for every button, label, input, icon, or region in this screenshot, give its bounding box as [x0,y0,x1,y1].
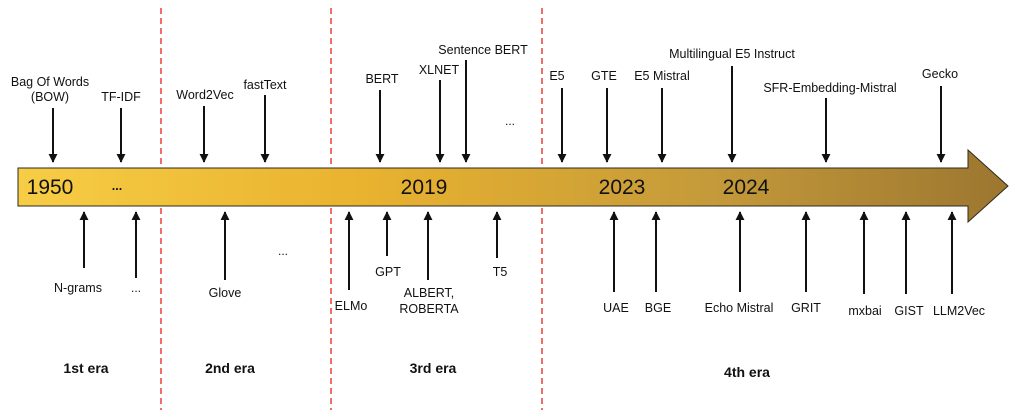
timeline-arrow-band [17,148,1009,224]
glove-label: Glove [209,286,242,300]
grit-label: GRIT [791,301,821,315]
bow-label-2: (BOW) [31,90,69,104]
bow-label: Bag Of Words [11,75,89,89]
era-label-2: 2nd era [205,360,255,376]
bge-label: BGE [645,301,671,315]
tfidf-label: TF-IDF [101,90,141,104]
albert-label: ALBERT, [404,286,455,300]
uae-label: UAE [603,301,629,315]
era-label-1: 1st era [63,360,108,376]
gpt-label: GPT [375,265,401,279]
sfr-label: SFR-Embedding-Mistral [763,81,896,95]
year-2019: 2019 [401,176,448,199]
albert-label-2: ROBERTA [399,302,459,316]
fasttext-label: fastText [243,78,287,92]
gecko-label: Gecko [922,67,958,81]
ellipsis-3rd-label: ... [505,114,515,128]
elmo-label: ELMo [335,299,368,313]
echo-mistral-label: Echo Mistral [705,301,774,315]
ellipsis-1st-label: ... [131,281,141,295]
multilingual-e5-label: Multilingual E5 Instruct [669,47,795,61]
xlnet-label: XLNET [419,63,460,77]
gte-label: GTE [591,69,617,83]
era-label-4: 4th era [724,364,770,380]
word2vec-label: Word2Vec [176,88,233,102]
gist-label: GIST [894,304,924,318]
year-2023: 2023 [599,176,646,199]
ellipsis-2nd-label: ... [278,244,288,258]
era-label-3: 3rd era [410,360,457,376]
t5-label: T5 [493,265,508,279]
e5-label: E5 [549,69,564,83]
year-1950: 1950 [27,176,74,199]
ngrams-label: N-grams [54,281,102,295]
e5-mistral-label: E5 Mistral [634,69,690,83]
llm2vec-label: LLM2Vec [933,304,985,318]
bert-label: BERT [365,72,398,86]
sentence-bert-label: Sentence BERT [438,43,528,57]
mxbai-label: mxbai [848,304,881,318]
year-2024: 2024 [723,176,770,199]
start-ellipsis: ... [112,179,122,193]
